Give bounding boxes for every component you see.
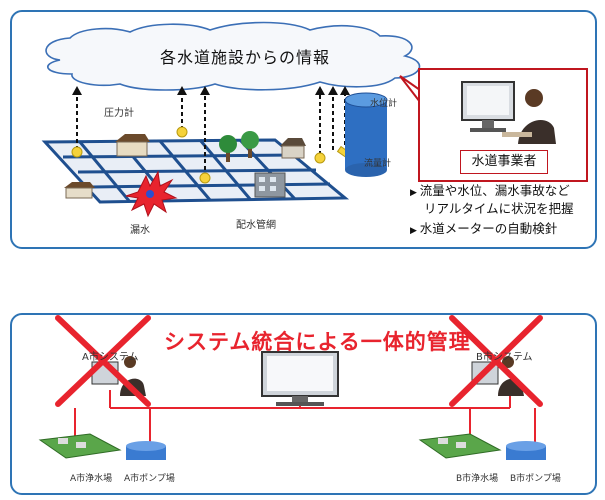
cloud-shape: [45, 21, 421, 91]
city-b-system-label: B市システム: [476, 352, 533, 363]
a-pump-station: [126, 441, 166, 460]
b-pump-station: [506, 441, 546, 460]
cross-marks: [55, 315, 543, 407]
a-purification-plant: [38, 433, 122, 459]
bullet-text: 水道メーターの自動検針: [419, 221, 558, 236]
bullet-2: リアルタイムに状況を把握: [424, 198, 574, 217]
integration-banner: システム統合による一体的管理: [164, 330, 471, 354]
bullet-text: 流量や水位、漏水事故など: [419, 183, 570, 198]
central-monitor: [261, 351, 339, 406]
water-level-label: 水位計: [370, 99, 398, 109]
operator-illustration: [461, 81, 556, 144]
bullet-marker: ▶: [410, 188, 420, 198]
flow-meter-label: 流量計: [364, 159, 392, 169]
leak-label: 漏水: [130, 225, 150, 236]
leak-burst: [125, 170, 178, 218]
bottom-illustration: [38, 315, 546, 460]
bullet-marker: ▶: [410, 226, 420, 236]
operator-box: 水道事業者: [418, 68, 588, 182]
b-pump-label: B市ポンプ場: [510, 474, 561, 484]
b-purification-plant: [418, 433, 502, 459]
pressure-gauge-label: 圧力計: [104, 108, 134, 119]
houses: [64, 134, 306, 199]
pipe-network-label: 配水管網: [236, 220, 276, 231]
a-purification-label: A市浄水場: [70, 474, 113, 484]
bullet-text: リアルタイムに状況を把握: [424, 201, 574, 216]
b-purification-label: B市浄水場: [456, 474, 499, 484]
operator-label: 水道事業者: [460, 150, 548, 174]
water-tank: [344, 92, 388, 177]
arrow-heads: [72, 86, 350, 95]
callout-pointer: [399, 75, 421, 105]
bullet-3: ▶ 水道メーターの自動検針: [410, 218, 557, 237]
city-a-system-label: A市システム: [82, 352, 139, 363]
cloud-title: 各水道施設からの情報: [160, 48, 331, 67]
top-illustration: [41, 21, 421, 218]
bullet-1: ▶ 流量や水位、漏水事故など: [410, 180, 570, 199]
trees: [219, 131, 259, 162]
a-pump-label: A市ポンプ場: [124, 474, 175, 484]
